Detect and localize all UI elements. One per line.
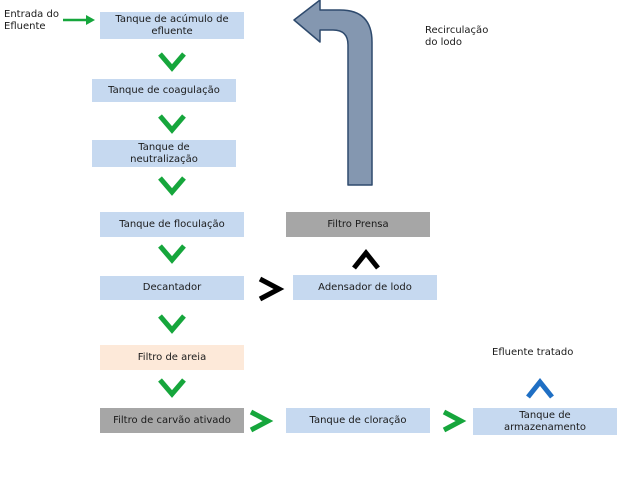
stage-coagulation-tank: Tanque de coagulação: [92, 79, 236, 102]
stage-neutralization-tank: Tanque de neutralização: [92, 140, 236, 167]
stage-storage-tank: Tanque de armazenamento: [473, 408, 617, 435]
input-arrow: [63, 15, 95, 25]
right-chevron-2: [442, 409, 467, 433]
down-chevron-6: [158, 378, 186, 398]
output-label: Efluente tratado: [492, 347, 574, 358]
sludge-up-chevron: [352, 248, 380, 270]
stage-chlorination-tank: Tanque de cloração: [286, 408, 430, 433]
stage-carbon-filter: Filtro de carvão ativado: [100, 408, 244, 433]
recirculation-arrow-icon: [293, 0, 373, 186]
down-chevron-2: [158, 114, 186, 134]
down-chevron-4: [158, 244, 186, 264]
down-chevron-3: [158, 176, 186, 196]
up-chevron-output: [526, 377, 554, 399]
stage-sludge-thickener: Adensador de lodo: [293, 275, 437, 300]
stage-decanter: Decantador: [100, 276, 244, 300]
sludge-right-chevron: [258, 276, 285, 302]
down-chevron-5: [158, 314, 186, 334]
stage-accumulation-tank: Tanque de acúmulo de efluente: [100, 12, 244, 39]
stage-flocculation-tank: Tanque de floculação: [100, 212, 244, 237]
recirculation-label: Recirculação do lodo: [425, 25, 489, 48]
right-chevron-1: [249, 409, 274, 433]
down-chevron-1: [158, 52, 186, 72]
stage-sand-filter: Filtro de areia: [100, 345, 244, 370]
stage-filter-press: Filtro Prensa: [286, 212, 430, 237]
input-label: Entrada do Efluente: [4, 9, 59, 32]
